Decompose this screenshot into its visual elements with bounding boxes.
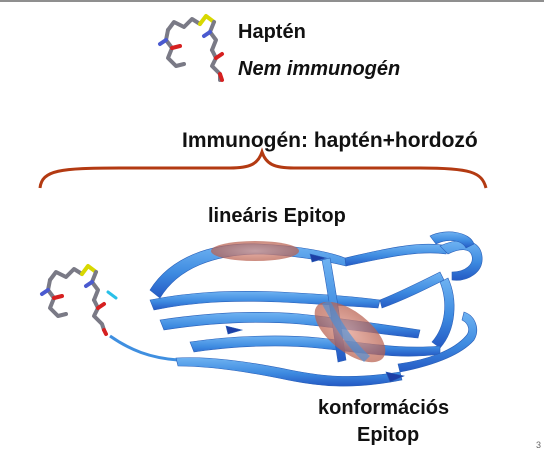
hapten-molecule-icon [158,14,224,82]
carrier-label: Immunogén: haptén+hordozó [182,129,478,152]
hapten-title: Haptén [238,21,306,43]
linear-epitope-highlight [211,241,299,261]
attached-hapten-molecule-icon [40,264,118,336]
page-number: 3 [536,440,542,450]
hapten-subtitle: Nem immunogén [238,58,401,80]
linear-epitope-label: lineáris Epitop [208,205,346,227]
ribbon-over-epitope [322,300,370,362]
top-divider-line [0,0,544,2]
carrier-brace [38,147,488,189]
conformational-epitope-label-line1: konformációs [318,397,450,419]
carrier-protein-ribbon [109,231,483,387]
conformational-epitope-label-line2: Epitop [357,424,420,446]
